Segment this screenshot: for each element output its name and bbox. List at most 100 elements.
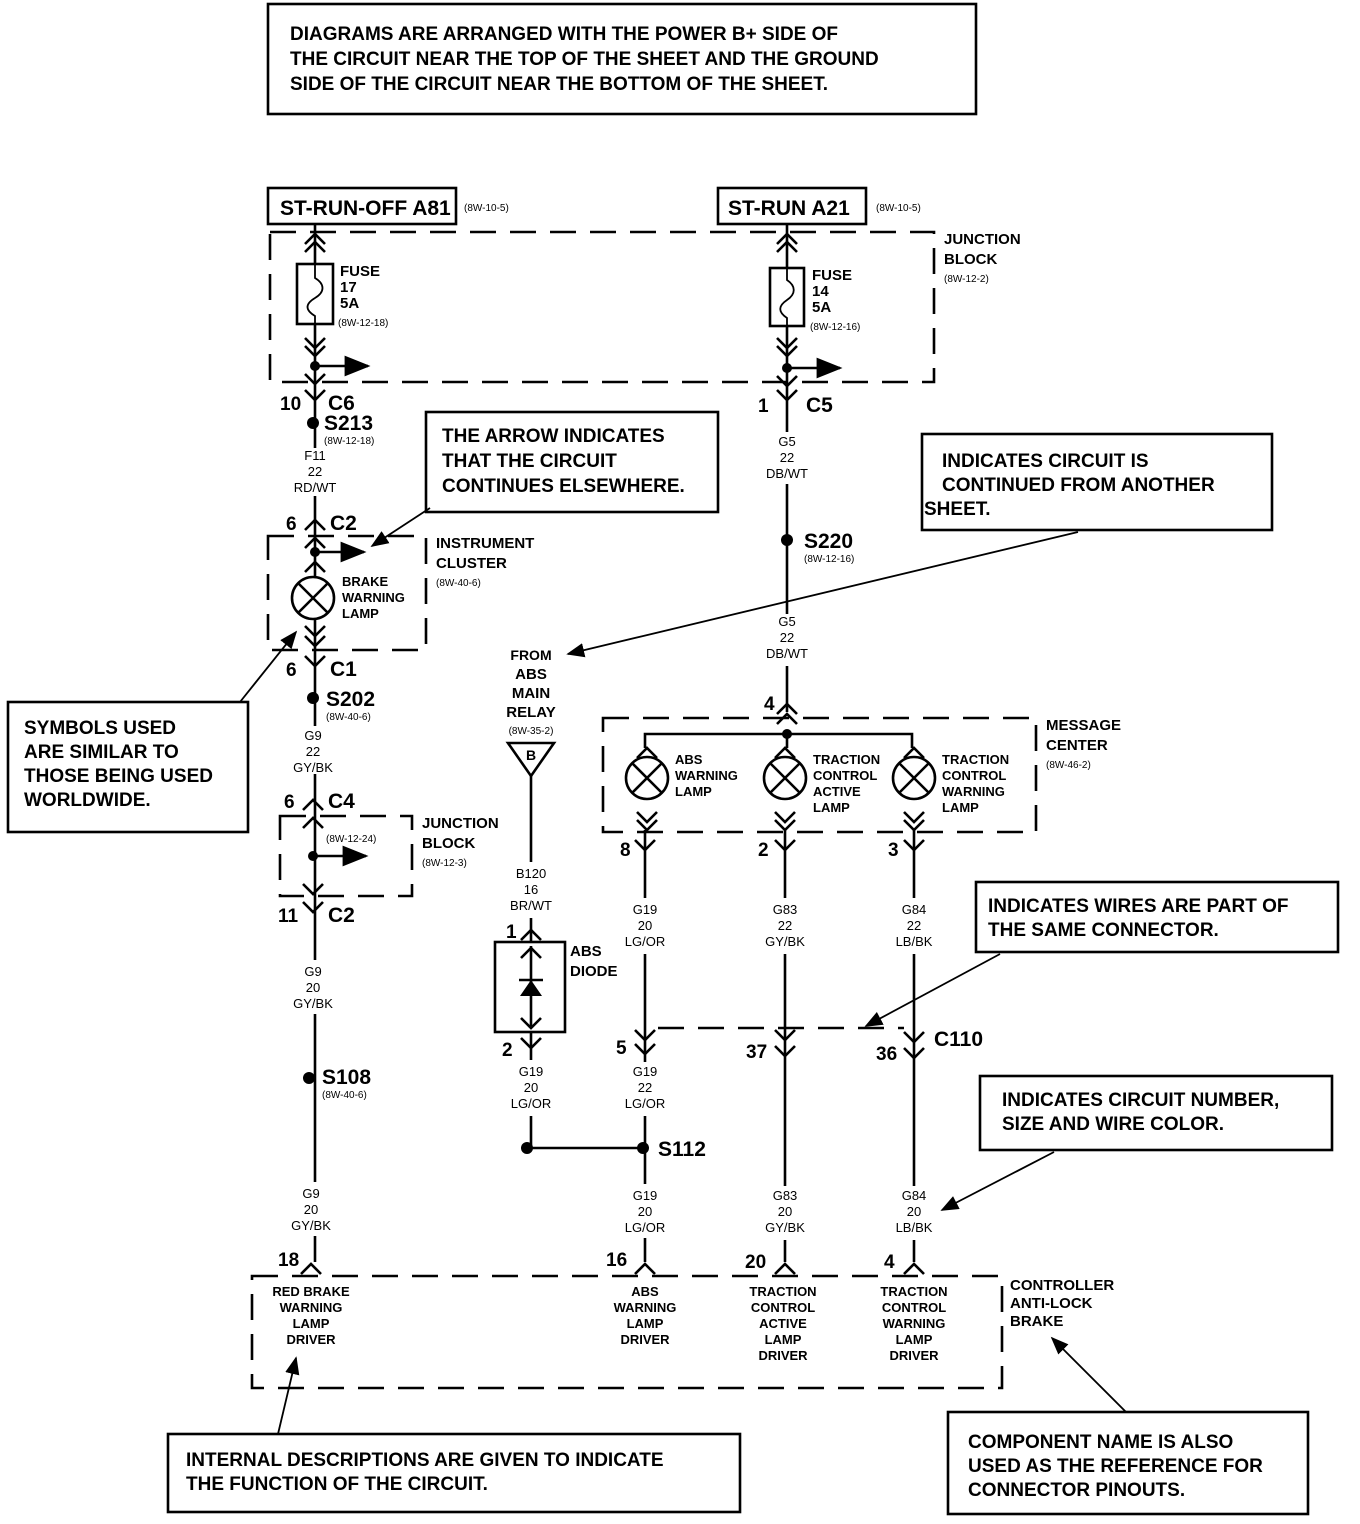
svg-text:CONTINUES ELSEWHERE.: CONTINUES ELSEWHERE.	[442, 476, 685, 497]
driver-description: CONTROL	[751, 1300, 815, 1315]
driver-description: TRACTION	[749, 1284, 816, 1299]
svg-text:22: 22	[306, 744, 320, 759]
message-center-lamps: ABSWARNINGLAMPTRACTIONCONTROLACTIVELAMPT…	[624, 746, 1009, 832]
svg-text:LAMP: LAMP	[342, 606, 379, 621]
svg-text:22: 22	[308, 464, 322, 479]
svg-text:FUSE: FUSE	[340, 263, 380, 280]
wire-label-f11: F11 22 RD/WT	[288, 448, 342, 496]
svg-text:GY/BK: GY/BK	[293, 760, 333, 775]
svg-text:BLOCK: BLOCK	[944, 251, 997, 268]
svg-text:BR/WT: BR/WT	[510, 898, 552, 913]
svg-text:G19: G19	[519, 1064, 544, 1079]
connector-c5: C5	[806, 394, 833, 417]
svg-text:5A: 5A	[340, 295, 359, 312]
svg-text:8: 8	[620, 840, 631, 861]
svg-text:(8W-10-5): (8W-10-5)	[876, 203, 921, 214]
connector-c6-pin: 10	[280, 394, 301, 415]
svg-text:THE SAME CONNECTOR.: THE SAME CONNECTOR.	[988, 920, 1219, 941]
svg-text:37: 37	[746, 1042, 767, 1063]
svg-text:(8W-12-16): (8W-12-16)	[810, 322, 860, 333]
controller-anti-lock-brake: 18 16 20 4 CONTROLLER ANTI-LOCK BRAKE	[250, 1250, 1114, 1390]
wire-label-g9-b: G9 20 GY/BK	[284, 960, 344, 1014]
driver-description: ABS	[631, 1284, 659, 1299]
svg-text:LB/BK: LB/BK	[896, 934, 933, 949]
driver-description: LAMP	[293, 1316, 330, 1331]
svg-text:2: 2	[758, 840, 769, 861]
svg-text:G5: G5	[778, 614, 795, 629]
svg-text:(8W-12-16): (8W-12-16)	[804, 554, 854, 565]
svg-text:MAIN: MAIN	[512, 685, 550, 702]
abs-diode: ABS DIODE 1 2	[493, 922, 618, 1061]
svg-text:BRAKE: BRAKE	[1010, 1313, 1063, 1330]
svg-text:FROM: FROM	[510, 647, 551, 663]
svg-text:ST-RUN-OFF A81: ST-RUN-OFF A81	[280, 197, 451, 220]
svg-text:20: 20	[778, 1204, 792, 1219]
svg-text:(8W-12-2): (8W-12-2)	[944, 274, 989, 285]
svg-text:G9: G9	[304, 964, 321, 979]
svg-text:INTERNAL DESCRIPTIONS ARE GIVE: INTERNAL DESCRIPTIONS ARE GIVEN TO INDIC…	[186, 1450, 664, 1471]
wire-label-g5-b: G5 22 DB/WT	[756, 614, 818, 666]
svg-text:20: 20	[306, 980, 320, 995]
svg-text:22: 22	[778, 918, 792, 933]
svg-text:20: 20	[524, 1080, 538, 1095]
diode-icon	[520, 980, 542, 996]
svg-text:22: 22	[780, 630, 794, 645]
wire-label-g83-a: G83 22 GY/BK	[754, 898, 816, 954]
driver-description: WARNING	[280, 1300, 343, 1315]
svg-text:LG/OR: LG/OR	[511, 1096, 551, 1111]
svg-text:G19: G19	[633, 1188, 658, 1203]
splice-s213: S213	[324, 412, 373, 435]
svg-text:ST-RUN A21: ST-RUN A21	[728, 197, 850, 220]
wire-label-g83-b: G83 20 GY/BK	[754, 1186, 816, 1240]
fuse-14-label: FUSE 14 5A (8W-12-16)	[810, 267, 860, 333]
wire-label-b120: B120 16 BR/WT	[500, 862, 562, 918]
lamp-label: LAMP	[942, 800, 979, 815]
svg-text:20: 20	[638, 918, 652, 933]
splice-s202: S202	[326, 688, 375, 711]
instrument-cluster: INSTRUMENT CLUSTER (8W-40-6) BRAKE WARNI…	[266, 534, 534, 652]
connector-c6: C6	[328, 392, 355, 415]
note-component-name: COMPONENT NAME IS ALSO USED AS THE REFER…	[946, 1336, 1310, 1516]
svg-text:SIZE AND WIRE COLOR.: SIZE AND WIRE COLOR.	[1002, 1114, 1224, 1135]
svg-text:(8W-12-18): (8W-12-18)	[324, 436, 374, 447]
svg-text:ANTI-LOCK: ANTI-LOCK	[1010, 1295, 1093, 1312]
svg-text:CONNECTOR PINOUTS.: CONNECTOR PINOUTS.	[968, 1480, 1185, 1501]
svg-text:G84: G84	[902, 1188, 927, 1203]
svg-text:WARNING: WARNING	[342, 590, 405, 605]
svg-text:6: 6	[284, 792, 295, 813]
svg-text:CONTROLLER: CONTROLLER	[1010, 1277, 1114, 1294]
svg-text:SYMBOLS USED: SYMBOLS USED	[24, 718, 176, 739]
lamp-label: WARNING	[675, 768, 738, 783]
note-continued-from-sheet: INDICATES CIRCUIT IS CONTINUED FROM ANOT…	[566, 432, 1274, 658]
connector-c1: C1	[330, 658, 357, 681]
wire-label-g19-b: G19 22 LG/OR	[614, 1062, 676, 1116]
note-symbols-worldwide: SYMBOLS USED ARE SIMILAR TO THOSE BEING …	[6, 630, 298, 834]
svg-text:G19: G19	[633, 1064, 658, 1079]
svg-text:INDICATES WIRES ARE PART OF: INDICATES WIRES ARE PART OF	[988, 896, 1288, 917]
svg-text:MESSAGE: MESSAGE	[1046, 717, 1121, 734]
svg-text:DB/WT: DB/WT	[766, 646, 808, 661]
svg-text:ABS: ABS	[570, 943, 602, 960]
driver-description: DRIVER	[758, 1348, 808, 1363]
svg-text:LG/OR: LG/OR	[625, 1096, 665, 1111]
svg-text:USED AS THE REFERENCE FOR: USED AS THE REFERENCE FOR	[968, 1456, 1263, 1477]
svg-text:4: 4	[884, 1252, 895, 1273]
lamp-label: WARNING	[942, 784, 1005, 799]
connector-c4: C4	[328, 790, 355, 813]
svg-text:DIAGRAMS ARE ARRANGED WITH THE: DIAGRAMS ARE ARRANGED WITH THE POWER B+ …	[290, 24, 838, 45]
driver-description: TRACTION	[880, 1284, 947, 1299]
svg-text:(8W-40-6): (8W-40-6)	[326, 712, 371, 723]
svg-text:FUSE: FUSE	[812, 267, 852, 284]
svg-text:INDICATES CIRCUIT NUMBER,: INDICATES CIRCUIT NUMBER,	[1002, 1090, 1279, 1111]
driver-description: LAMP	[627, 1316, 664, 1331]
junction-block-mid: (8W-12-24) JUNCTION BLOCK (8W-12-3)	[278, 814, 499, 898]
lamp-label: ACTIVE	[813, 784, 861, 799]
driver-description: RED BRAKE	[272, 1284, 350, 1299]
svg-text:6: 6	[286, 514, 297, 535]
lamp-label: TRACTION	[813, 752, 880, 767]
svg-text:22: 22	[780, 450, 794, 465]
svg-text:22: 22	[907, 918, 921, 933]
lamp-label: LAMP	[675, 784, 712, 799]
lamp-label: TRACTION	[942, 752, 1009, 767]
